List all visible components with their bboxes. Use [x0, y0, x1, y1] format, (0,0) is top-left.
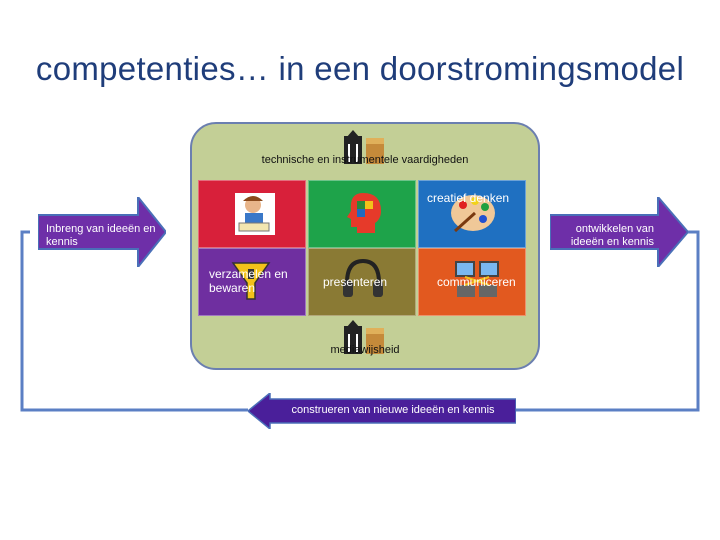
input-arrow	[38, 197, 166, 267]
grid-cell-6-label: communiceren	[437, 275, 516, 289]
input-arrow-label: Inbreng van ideeën en kennis	[46, 223, 156, 248]
computers-network-icon	[455, 261, 499, 297]
feedback-arrow-label: construeren van nieuwe ideeën en kennis	[291, 404, 495, 416]
page-title: competenties… in een doorstromingsmodel	[35, 50, 685, 87]
grid-cell-4-label: verzamelen en bewaren	[209, 267, 288, 295]
output-arrow	[550, 197, 688, 267]
paint-palette-icon	[451, 195, 495, 233]
feedback-arrow	[248, 393, 516, 429]
grid-cell-6: communiceren	[418, 248, 526, 316]
grid-cell-5-label: presenteren	[323, 275, 388, 289]
head-puzzle-icon	[347, 193, 381, 233]
funnel-icon	[231, 262, 271, 300]
pencil-cup-icon	[344, 320, 384, 354]
grid-cell-1	[198, 180, 306, 248]
student-writing-icon	[235, 193, 275, 235]
pencil-cup-icon	[344, 130, 384, 164]
grid-cell-3: creatief denken	[418, 180, 526, 248]
headphones-icon	[343, 258, 383, 297]
bottom-skills-label: mediawijsheid	[330, 344, 400, 356]
grid-cell-4: verzamelen en bewaren	[198, 248, 306, 316]
grid-cell-3-label: creatief denken	[427, 191, 510, 205]
top-skills-label: technische en instrumentele vaardigheden	[261, 154, 469, 166]
output-arrow-label: ontwikkelen van ideeën en kennis	[570, 223, 654, 248]
competency-panel: technische en instrumentele vaardigheden…	[190, 122, 540, 370]
grid-cell-5: presenteren	[308, 248, 416, 316]
grid-cell-2	[308, 180, 416, 248]
